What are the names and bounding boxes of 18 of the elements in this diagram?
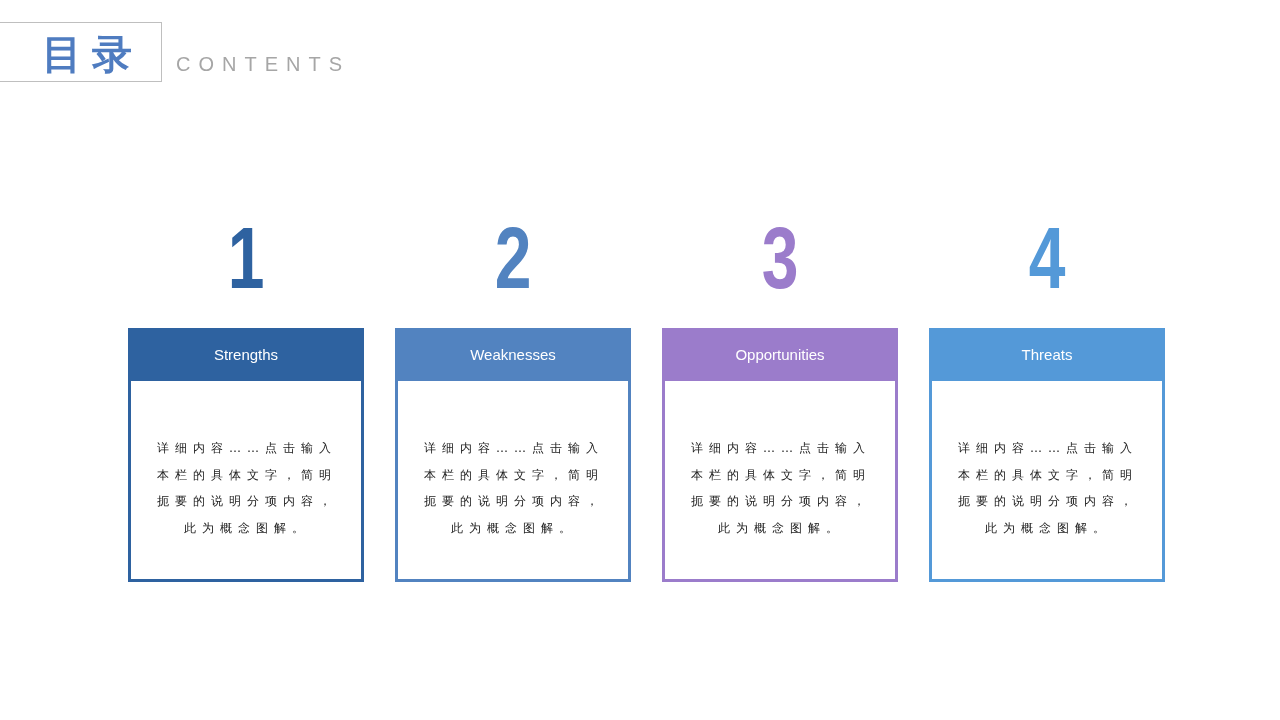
subtitle: CONTENTS — [176, 52, 350, 76]
card-header: Weaknesses — [395, 328, 631, 381]
step-number: 2 — [493, 212, 533, 304]
step-number: 4 — [1027, 212, 1067, 304]
description-text: 详细内容……点击输入本栏的具体文字，简明扼要的说明分项内容，此为概念图解。 — [423, 440, 605, 537]
card-background — [395, 328, 631, 582]
card-header: Strengths — [128, 328, 364, 381]
description-text: 详细内容……点击输入本栏的具体文字，简明扼要的说明分项内容，此为概念图解。 — [156, 440, 338, 537]
slide-title: 目录 — [42, 30, 142, 78]
card-background — [929, 328, 1165, 582]
step-number: 1 — [226, 212, 266, 304]
description-text: 详细内容……点击输入本栏的具体文字，简明扼要的说明分项内容，此为概念图解。 — [957, 440, 1139, 537]
card-header: Opportunities — [662, 328, 898, 381]
step-number: 3 — [760, 212, 800, 304]
card-background — [128, 328, 364, 582]
card-header: Threats — [929, 328, 1165, 381]
description-text: 详细内容……点击输入本栏的具体文字，简明扼要的说明分项内容，此为概念图解。 — [690, 440, 872, 537]
card-background — [662, 328, 898, 582]
